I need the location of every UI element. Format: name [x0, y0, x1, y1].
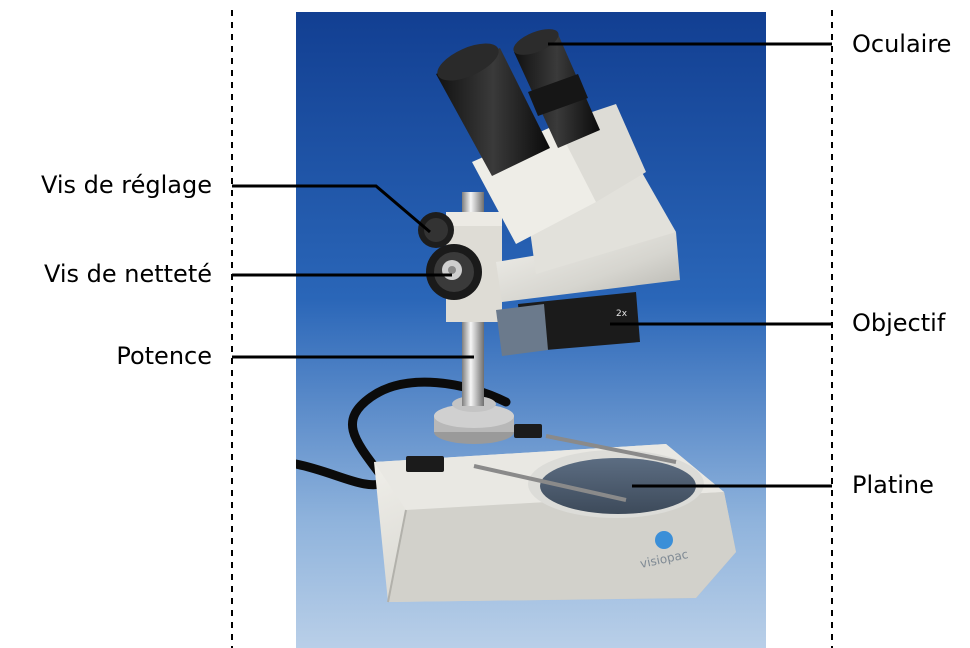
label-platine: Platine [852, 473, 934, 497]
label-potence: Potence [116, 344, 212, 368]
label-vis-reglage: Vis de réglage [41, 173, 212, 197]
label-objectif: Objectif [852, 311, 945, 335]
label-vis-nettete: Vis de netteté [44, 262, 212, 286]
leader-vis-reglage [232, 186, 430, 232]
label-oculaire: Oculaire [852, 32, 951, 56]
